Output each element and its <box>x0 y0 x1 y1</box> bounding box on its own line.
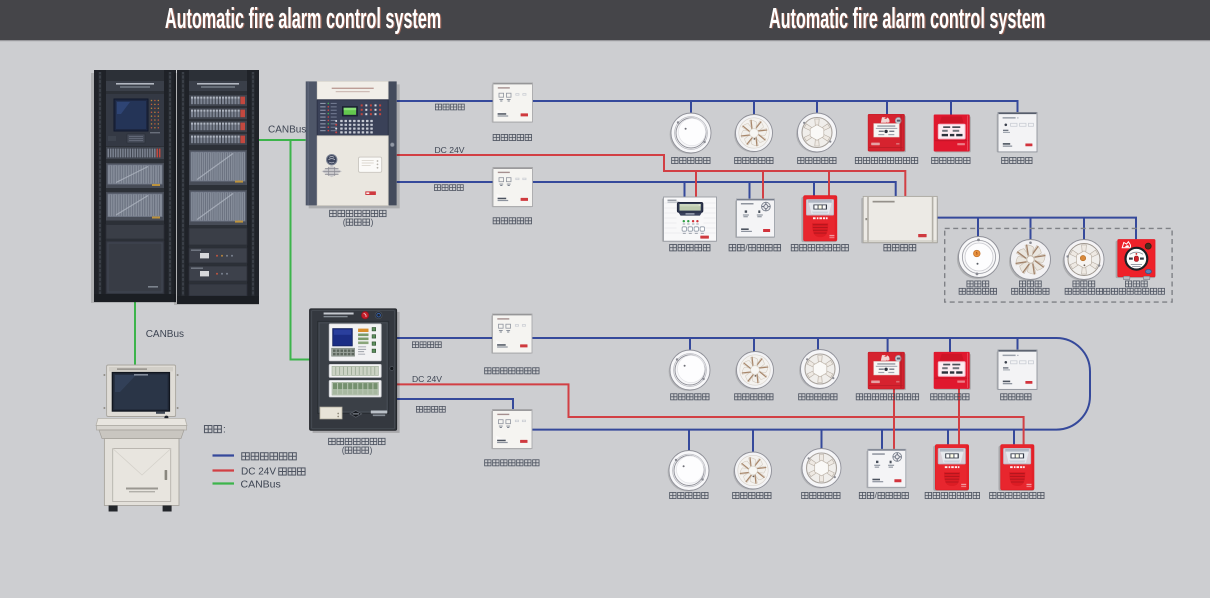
svg-text:): ) <box>370 217 373 227</box>
svg-text:/: / <box>875 490 878 500</box>
svg-text:DC 24V: DC 24V <box>412 374 442 384</box>
svg-text:Automatic fire alarm control s: Automatic fire alarm control system <box>165 2 441 34</box>
svg-text:(: ( <box>343 217 346 227</box>
svg-text:CANBus: CANBus <box>268 124 306 135</box>
svg-text:CANBus: CANBus <box>146 329 184 340</box>
svg-text:): ) <box>369 445 372 455</box>
svg-text:DC 24V: DC 24V <box>241 466 276 477</box>
svg-text::: : <box>223 425 226 436</box>
svg-text:CANBus: CANBus <box>241 478 281 490</box>
svg-text:Automatic fire alarm control s: Automatic fire alarm control system <box>770 3 1046 35</box>
svg-text:Automatic fire alarm control s: Automatic fire alarm control system <box>769 2 1045 34</box>
svg-text:(: ( <box>342 445 345 455</box>
svg-text:DC 24V: DC 24V <box>434 145 464 155</box>
svg-text:Automatic fire alarm control s: Automatic fire alarm control system <box>166 3 442 35</box>
svg-text:/: / <box>745 242 748 252</box>
